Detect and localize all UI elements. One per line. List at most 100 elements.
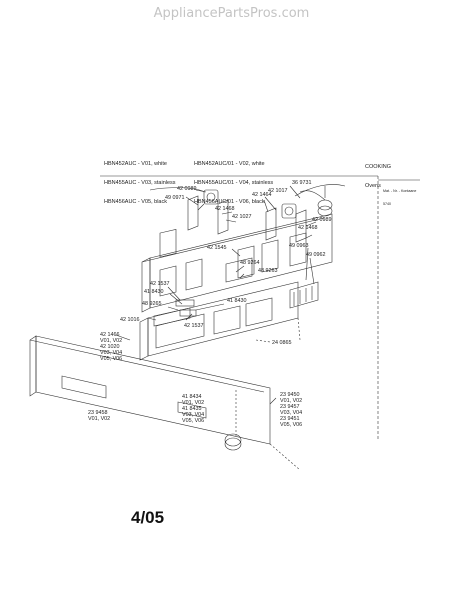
leader xyxy=(195,303,225,311)
svg-text:V01, V02: V01, V02 xyxy=(88,416,110,422)
callout: 42 1464 xyxy=(252,192,272,198)
callout: 42 1468 xyxy=(215,206,235,212)
leader xyxy=(305,234,313,239)
callout: 49 0962 xyxy=(306,252,326,258)
part-note-line: Mat. - Nr. - Kontaane xyxy=(383,188,417,193)
leader xyxy=(169,293,183,305)
relay-block xyxy=(289,281,319,309)
leader xyxy=(289,185,301,199)
leader xyxy=(269,397,277,405)
watermark: AppliancePartsPros.com xyxy=(153,6,310,21)
svg-text:V01, V02: V01, V02 xyxy=(280,398,302,404)
callout: 42 1468 xyxy=(298,225,318,231)
clips xyxy=(175,299,197,317)
svg-text:V05, V06: V05, V06 xyxy=(100,356,122,362)
leader xyxy=(297,317,301,341)
leader xyxy=(167,306,179,311)
capillary-right xyxy=(294,184,346,197)
svg-text:V03, V04: V03, V04 xyxy=(100,350,122,356)
model-line: HBN456AUC/01 - V06, black xyxy=(194,198,265,205)
models-left: HBN452AUC - V01, white HBN455AUC - V03, … xyxy=(104,149,176,211)
front-facia xyxy=(29,335,271,445)
callout: 42 1545 xyxy=(207,245,227,251)
callout-block-421466: 42 1466 V01, V02 42 1020 V03, V04 V05, V… xyxy=(100,332,122,362)
svg-text:V01, V02: V01, V02 xyxy=(182,400,204,406)
callout: 42 0989 xyxy=(312,217,332,223)
leader xyxy=(305,247,309,281)
model-line: HBN456AUC - V05, black xyxy=(104,198,167,205)
callout-block-239458: 23 9458 V01, V02 xyxy=(88,410,110,422)
svg-text:41 8434: 41 8434 xyxy=(182,394,202,400)
lower-panel xyxy=(139,281,299,361)
knob-top xyxy=(224,433,242,447)
circuit-board xyxy=(225,257,253,283)
svg-text:23 9450: 23 9450 xyxy=(280,392,300,398)
leader xyxy=(185,196,199,206)
svg-text:V03, V04: V03, V04 xyxy=(280,410,302,416)
callout-block-239450: 23 9450 V01, V02 23 9457 V03, V04 23 945… xyxy=(280,392,302,428)
leader xyxy=(309,257,315,285)
model-line: HBN455AUC/01 - V04, stainless xyxy=(194,180,274,187)
leader xyxy=(221,211,233,215)
models-right: HBN452AUC/01 - V02, white HBN455AUC/01 -… xyxy=(194,149,273,211)
callout: 48 9263 xyxy=(258,268,278,274)
leader xyxy=(269,443,301,471)
svg-text:23 9451: 23 9451 xyxy=(280,416,300,422)
callout: 42 1016 xyxy=(120,317,140,323)
category-line: Ovens xyxy=(365,183,381,190)
switch-left xyxy=(187,189,229,235)
callout: 41 8430 xyxy=(144,289,164,295)
svg-text:23 9458: 23 9458 xyxy=(88,410,108,416)
thermostat-right xyxy=(299,190,333,217)
callout: 42 1027 xyxy=(232,214,252,220)
model-line: HBN452AUC - V01, white xyxy=(104,161,167,168)
capillary-left xyxy=(149,187,206,193)
callout-block-418434: 41 8434 V01, V02 41 8435 V03, V04 V05, V… xyxy=(182,394,204,424)
callout: 42 1537 xyxy=(184,323,204,329)
leader xyxy=(185,313,193,321)
svg-text:V01, V02: V01, V02 xyxy=(100,338,122,344)
leader xyxy=(115,334,131,341)
leader xyxy=(167,286,181,301)
callout: 49 0963 xyxy=(289,243,309,249)
leader xyxy=(225,219,237,223)
category: COOKING Ovens xyxy=(365,152,391,195)
leader xyxy=(195,189,207,193)
knob xyxy=(224,437,242,451)
svg-text:41 8435: 41 8435 xyxy=(182,406,202,412)
callout: 42 1537 xyxy=(150,281,170,287)
leader xyxy=(231,248,241,257)
switch-right xyxy=(265,203,307,243)
callout: 49 0971 xyxy=(165,195,185,201)
callout: 24 0865 xyxy=(272,340,292,346)
callout: 48 9264 xyxy=(240,260,260,266)
svg-text:42 1466: 42 1466 xyxy=(100,332,120,338)
part-note: Mat. - Nr. - Kontaane 5740 xyxy=(383,180,416,211)
svg-text:42 1020: 42 1020 xyxy=(100,344,120,350)
model-line: HBN455AUC - V03, stainless xyxy=(104,180,176,187)
svg-text:V05, V06: V05, V06 xyxy=(280,422,302,428)
leader xyxy=(239,273,245,279)
category-line: COOKING xyxy=(365,164,391,171)
model-line: HBN452AUC/01 - V02, white xyxy=(194,161,265,168)
callout-labels: 42 0989 49 0971 42 1468 42 1027 42 1464 … xyxy=(88,180,332,428)
callout: 41 8430 xyxy=(227,298,247,304)
callout: 48 9265 xyxy=(142,301,162,307)
leader xyxy=(235,265,245,273)
leader xyxy=(147,317,157,321)
leader xyxy=(263,199,269,213)
leader xyxy=(255,339,271,343)
callout: 42 0989 xyxy=(177,186,197,192)
display-module xyxy=(153,307,191,327)
control-frame xyxy=(141,213,333,313)
page-number: 4/05 xyxy=(131,508,165,527)
svg-text:V03, V04: V03, V04 xyxy=(182,412,204,418)
leader xyxy=(264,196,277,211)
callout: 42 1017 xyxy=(268,188,288,194)
svg-text:23 9457: 23 9457 xyxy=(280,404,300,410)
callout: 36 9731 xyxy=(292,180,312,186)
svg-text:V05, V06: V05, V06 xyxy=(182,418,204,424)
part-note-line: 5740 xyxy=(383,202,391,207)
leader xyxy=(305,221,317,227)
